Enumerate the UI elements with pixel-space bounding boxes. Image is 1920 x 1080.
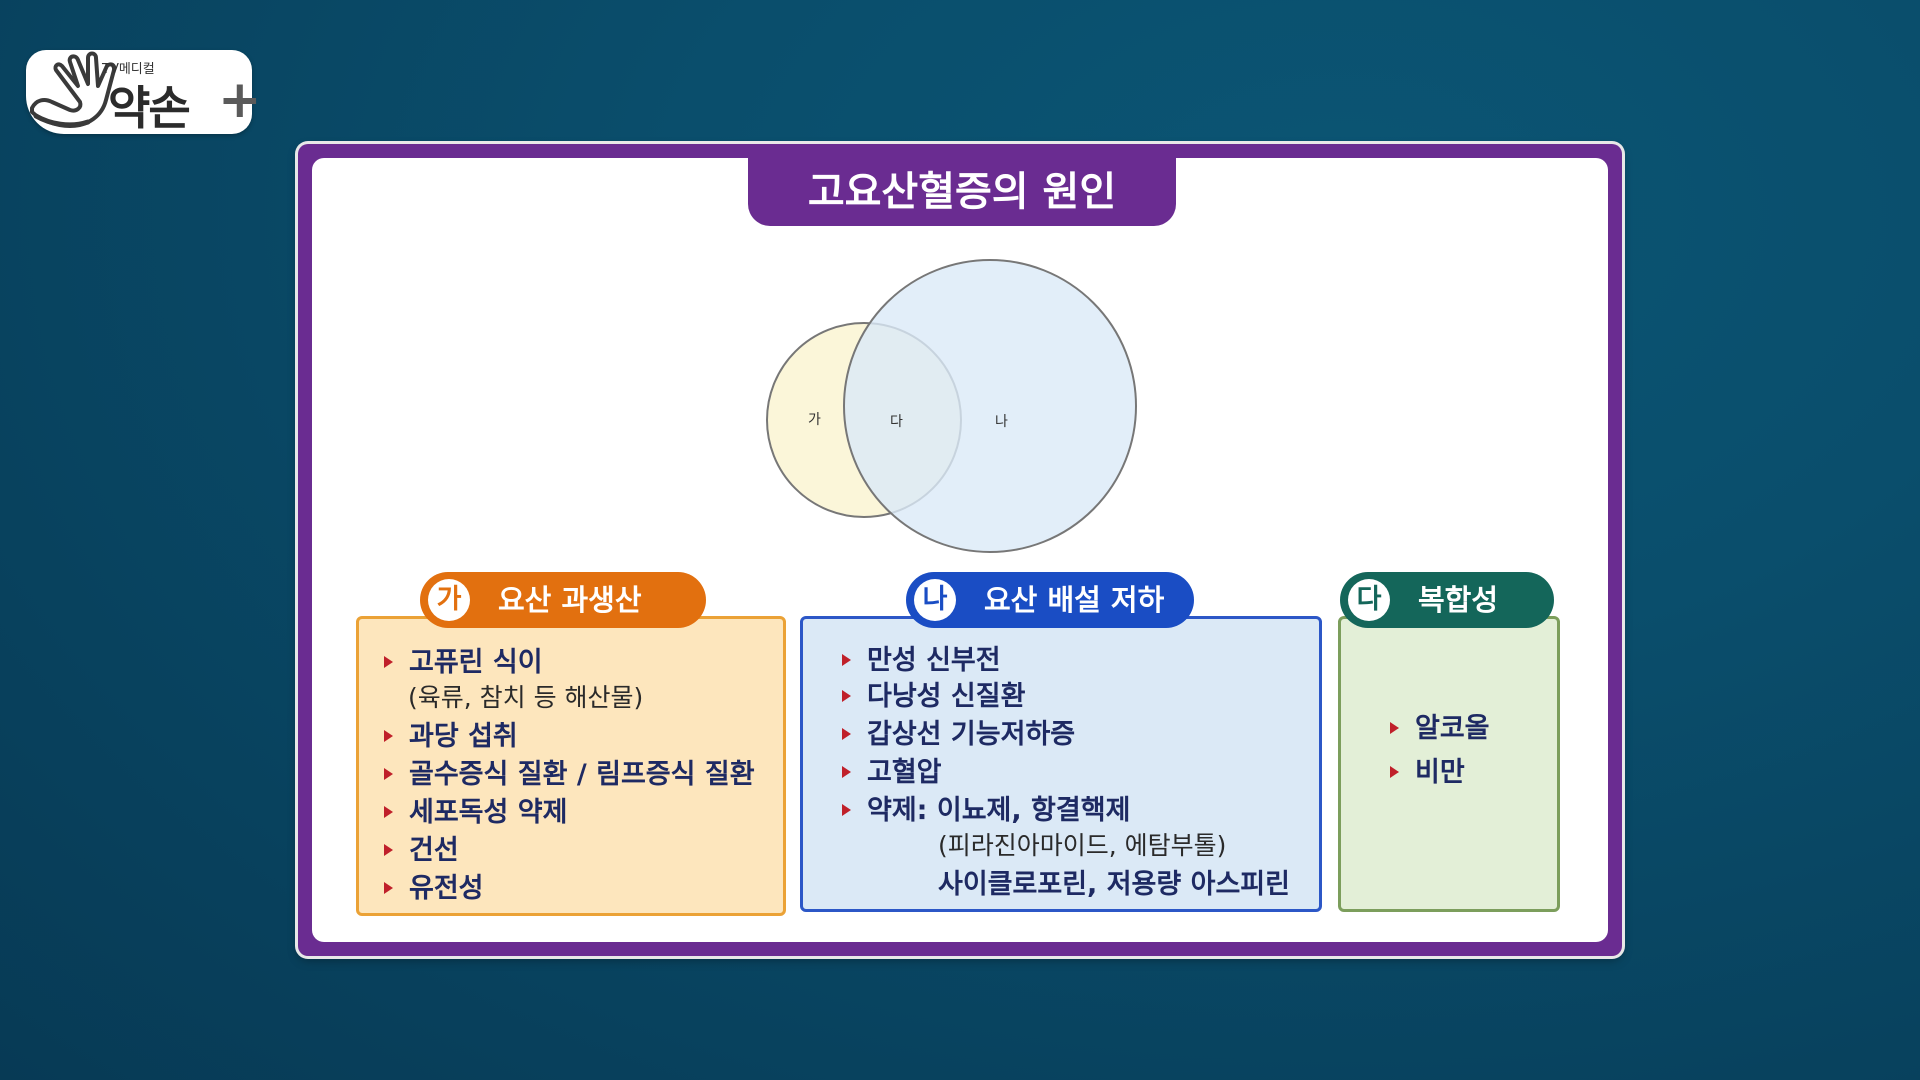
list-item: 골수증식 질환 / 림프증식 질환 bbox=[384, 752, 755, 791]
category-title-ga: 요산 과생산 bbox=[498, 583, 642, 617]
category-box-ga bbox=[356, 616, 786, 916]
list-item: 갑상선 기능저하증 bbox=[842, 712, 1075, 751]
venn-circle-na bbox=[843, 259, 1137, 553]
category-header-ga: 가 요산 과생산 bbox=[420, 572, 706, 628]
list-item: 건선 bbox=[384, 828, 459, 867]
hand-icon bbox=[30, 51, 117, 128]
list-item: 비만 bbox=[1390, 750, 1465, 789]
venn-label-na: 나 bbox=[995, 414, 1008, 430]
venn-label-da: 다 bbox=[890, 414, 903, 430]
category-badge-da: 다 bbox=[1348, 579, 1390, 621]
list-item: 알코올 bbox=[1390, 706, 1490, 745]
list-item-note-bold: 사이클로포린, 저용량 아스피린 bbox=[938, 869, 1290, 900]
brand-logo: TV메디컬 약손 + bbox=[26, 50, 262, 135]
list-item: 만성 신부전 bbox=[842, 638, 1001, 677]
list-item: 고혈압 bbox=[842, 750, 942, 789]
venn-diagram: 가 다 나 bbox=[766, 259, 1137, 553]
logo-name: 약손 bbox=[108, 81, 191, 135]
list-item: 유전성 bbox=[384, 866, 484, 905]
list-item: 과당 섭취 bbox=[384, 714, 518, 753]
category-title-da: 복합성 bbox=[1418, 583, 1499, 617]
list-item-note: (피라진아마이드, 에탐부톨) bbox=[938, 831, 1227, 860]
slide-title: 고요산혈증의 원인 bbox=[748, 158, 1176, 226]
list-item: 약제: 이뇨제, 항결핵제 bbox=[842, 788, 1130, 827]
category-badge-na: 나 bbox=[914, 579, 956, 621]
logo-subtitle: TV메디컬 bbox=[102, 62, 155, 77]
list-item: 다낭성 신질환 bbox=[842, 674, 1025, 713]
category-title-na: 요산 배설 저하 bbox=[984, 583, 1165, 617]
category-header-na: 나 요산 배설 저하 bbox=[906, 572, 1194, 628]
list-item: 세포독성 약제 bbox=[384, 790, 567, 829]
category-header-da: 다 복합성 bbox=[1340, 572, 1554, 628]
venn-label-ga: 가 bbox=[808, 412, 821, 428]
list-item: 고퓨린 식이 bbox=[384, 640, 543, 679]
list-item-note: (육류, 참치 등 해산물) bbox=[408, 683, 644, 712]
category-badge-ga: 가 bbox=[428, 579, 470, 621]
logo-plus-icon: + bbox=[218, 70, 262, 130]
